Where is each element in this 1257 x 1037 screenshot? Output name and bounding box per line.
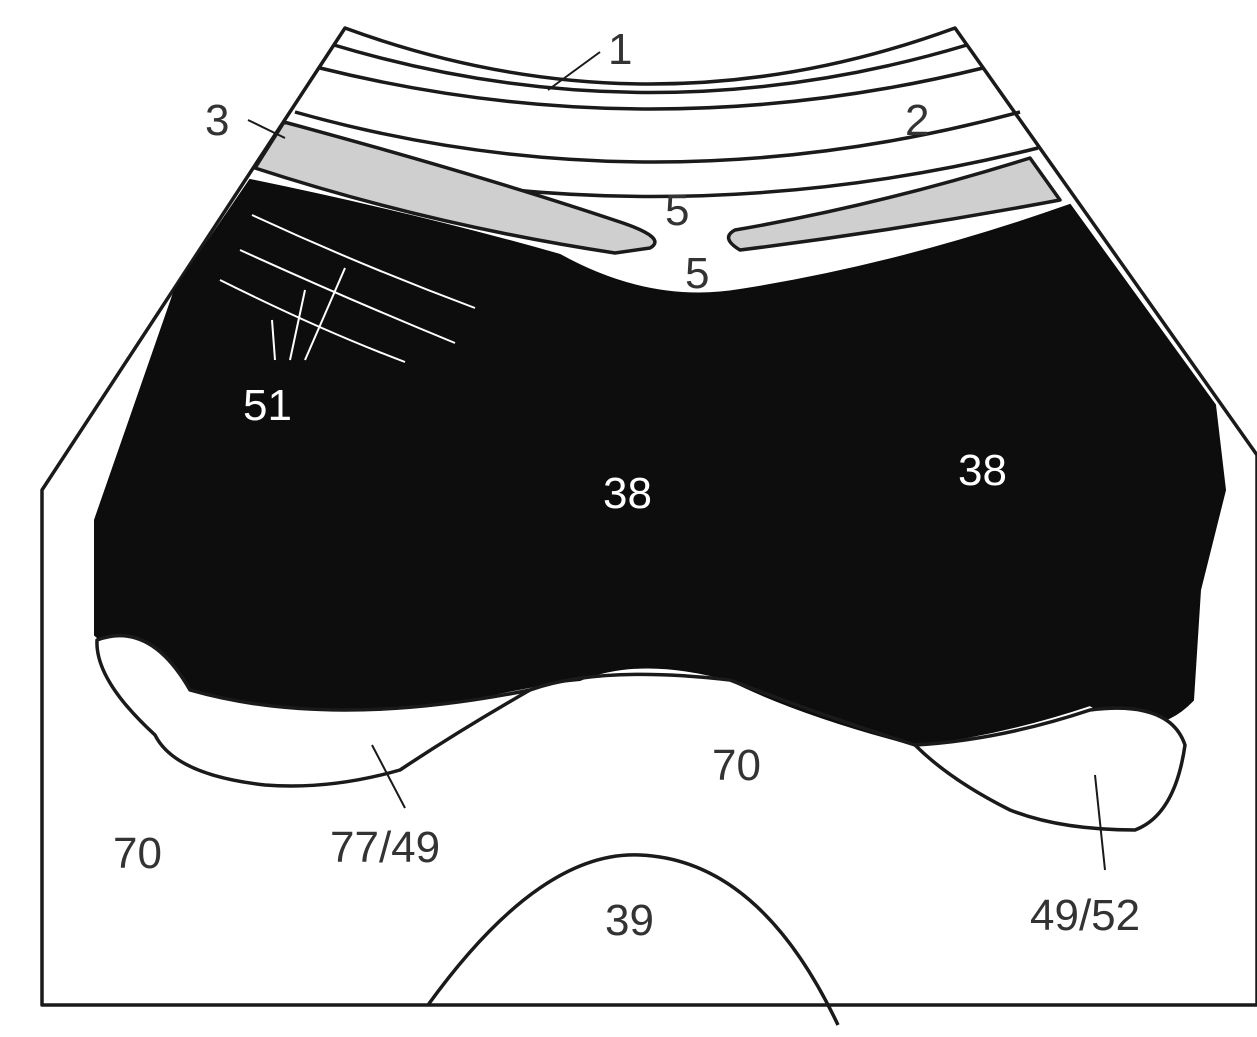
label-38-center: 38 bbox=[603, 469, 652, 518]
label-77-49: 77/49 bbox=[330, 823, 440, 872]
label-1: 1 bbox=[608, 25, 632, 74]
label-3: 3 bbox=[205, 96, 229, 145]
label-5-upper: 5 bbox=[665, 186, 689, 235]
label-38-right: 38 bbox=[958, 446, 1007, 495]
label-51: 51 bbox=[243, 381, 292, 430]
label-49-52: 49/52 bbox=[1030, 891, 1140, 940]
label-39: 39 bbox=[605, 896, 654, 945]
label-5-lower: 5 bbox=[685, 249, 709, 298]
label-2: 2 bbox=[905, 96, 929, 145]
label-70-center: 70 bbox=[712, 741, 761, 790]
label-70-left: 70 bbox=[113, 829, 162, 878]
